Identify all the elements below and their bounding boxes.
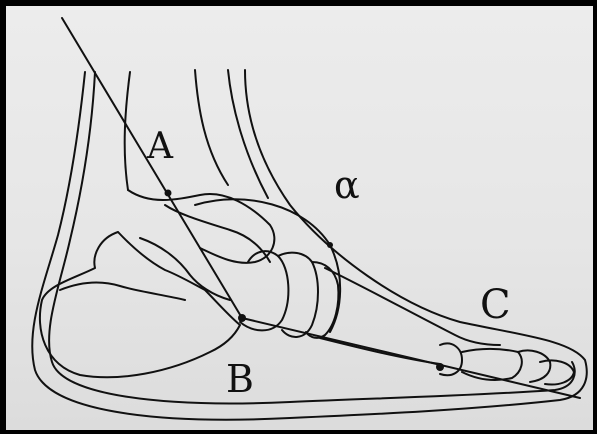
line-b-c [242, 318, 580, 398]
tibia-front [195, 70, 228, 185]
label-c: C [480, 282, 511, 328]
label-alpha: α [334, 163, 360, 207]
calcaneus-inner [60, 283, 185, 300]
ankle-joint-line-2 [140, 238, 230, 300]
label-b: B [226, 357, 254, 401]
line-a-b [62, 18, 242, 318]
alpha-arc [195, 199, 340, 332]
phalanx-tip [540, 360, 574, 384]
metatarsal-head [440, 343, 462, 375]
phalanx-2 [518, 350, 550, 382]
fibula [228, 70, 268, 198]
ankle-joint-line-1 [165, 205, 270, 262]
point-c [436, 363, 444, 371]
metatarsal-upper [325, 268, 500, 345]
foot-outline-outer [32, 70, 587, 420]
foot-outline-inner [49, 72, 575, 403]
phalanx-1 [462, 349, 522, 380]
point-alpha [327, 242, 333, 248]
label-a: A [146, 126, 174, 167]
point-b [238, 314, 246, 322]
point-upper [165, 190, 172, 197]
